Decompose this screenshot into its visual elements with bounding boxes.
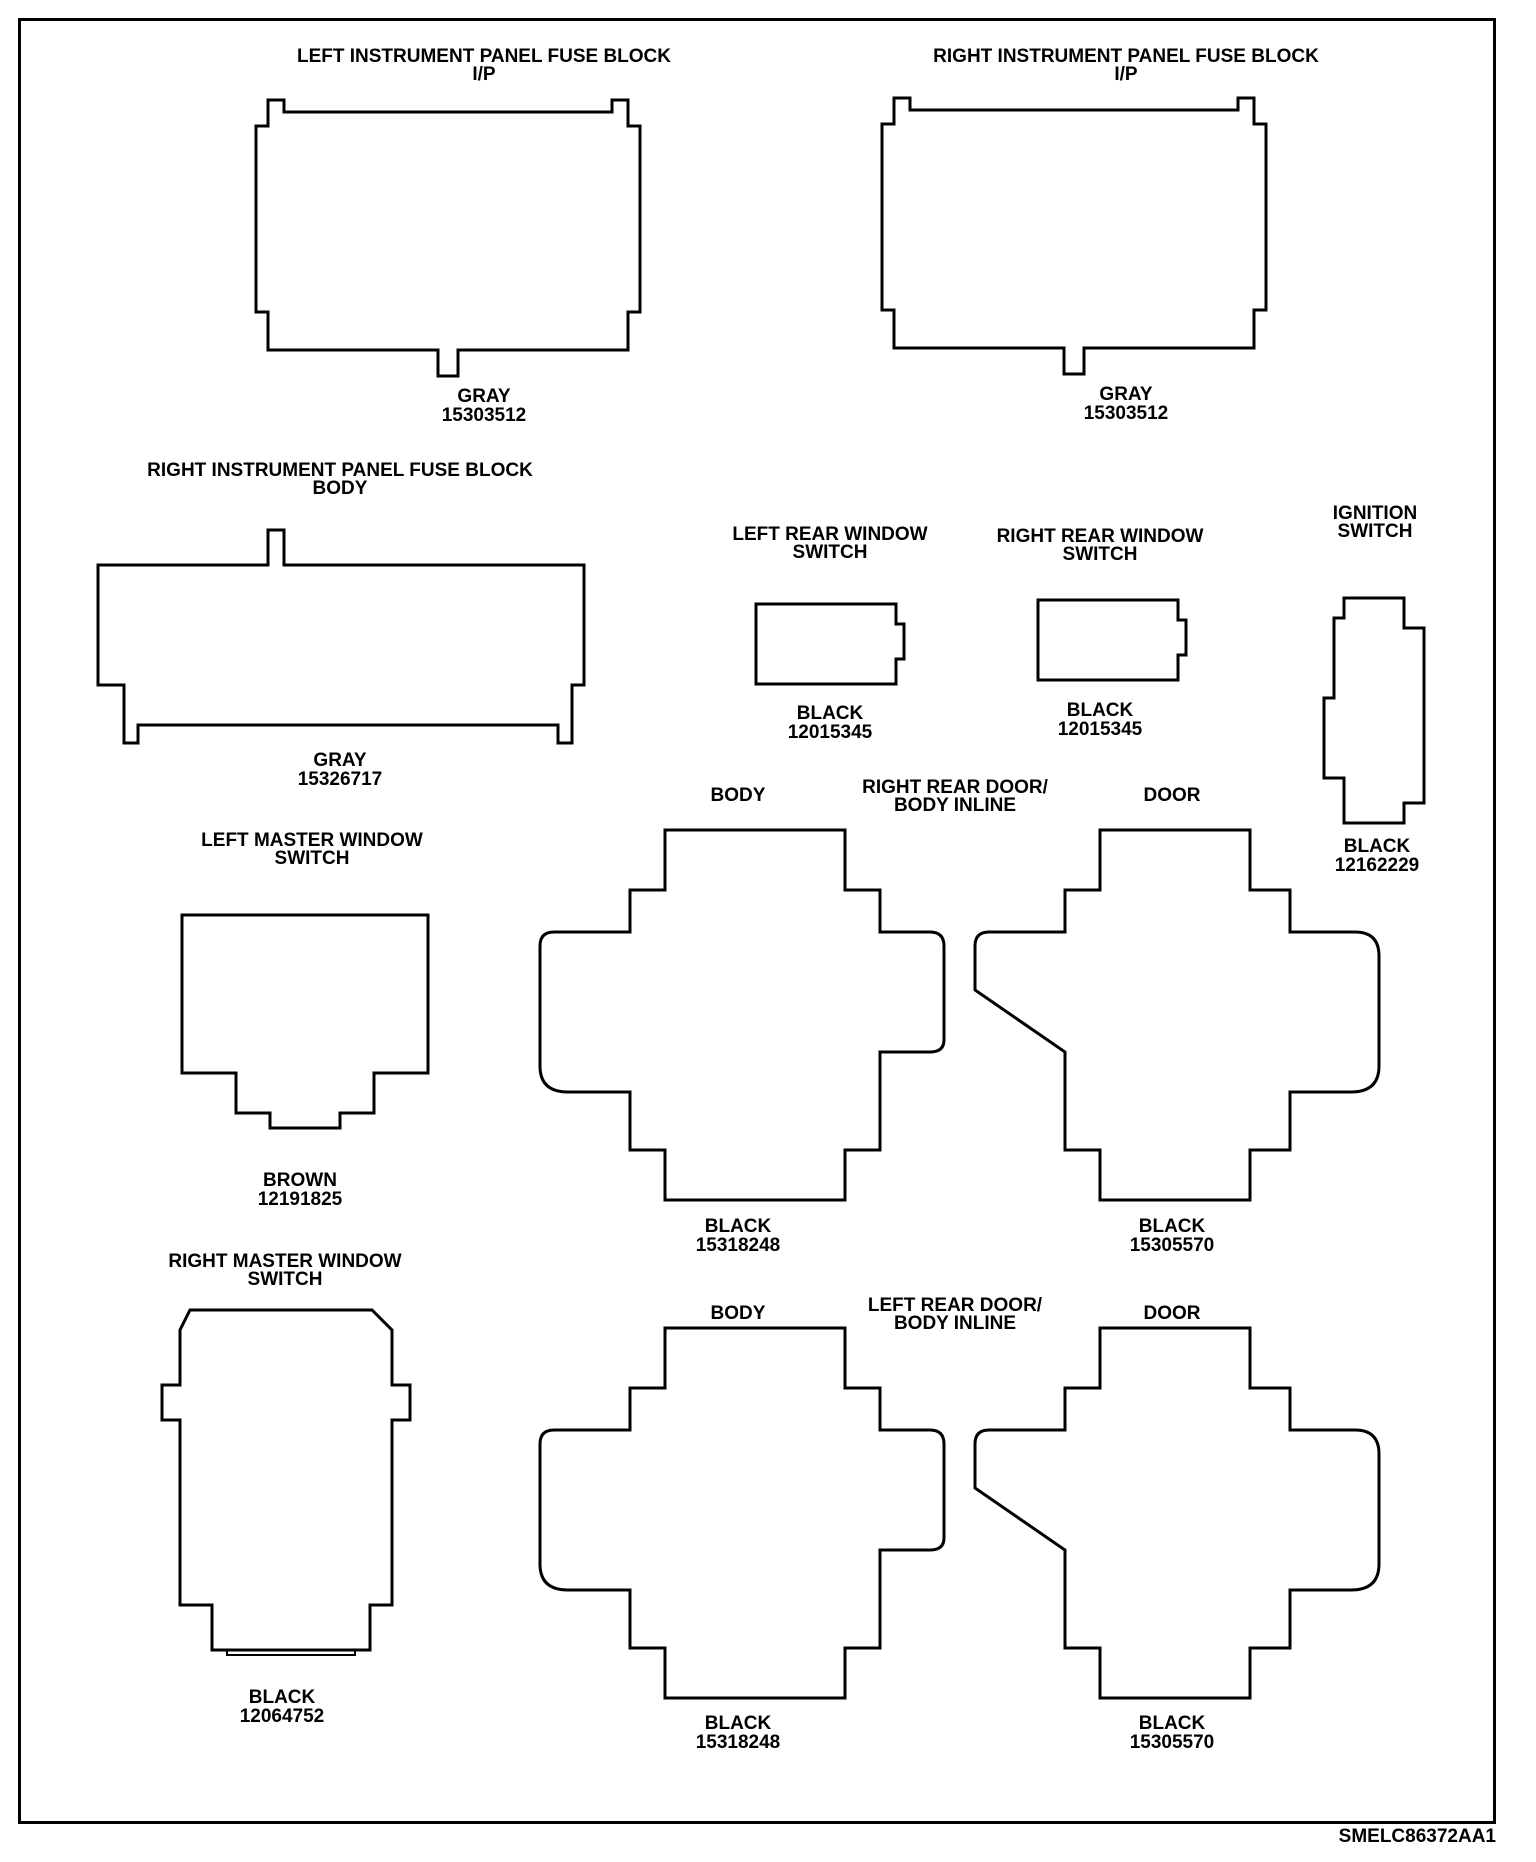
connector-side-label: DOOR	[1144, 1303, 1201, 1324]
connector-color: GRAY	[1099, 384, 1152, 405]
connector-housing	[973, 1326, 1381, 1700]
connector-color: BLACK	[705, 1713, 772, 1734]
connector-color: BLACK	[1139, 1713, 1206, 1734]
connector-subtitle: I/P	[472, 64, 496, 85]
connector-title: LEFT REAR DOOR/	[868, 1295, 1043, 1316]
connector-title: LEFT MASTER WINDOW	[201, 830, 423, 851]
connector-subtitle: SWITCH	[793, 542, 868, 563]
diagram-frame	[18, 18, 1496, 1824]
connector-color: BLACK	[1067, 700, 1134, 721]
connector-housing	[880, 96, 1268, 376]
connector-title: RIGHT MASTER WINDOW	[168, 1251, 401, 1272]
connector-color: BROWN	[263, 1170, 337, 1191]
connector-color: BLACK	[797, 703, 864, 724]
connector-subtitle: SWITCH	[248, 1269, 323, 1290]
connector-part-number: 12191825	[258, 1189, 343, 1210]
connector-subtitle: SWITCH	[275, 848, 350, 869]
connector-color: BLACK	[705, 1216, 772, 1237]
connector-housing	[160, 1308, 412, 1652]
connector-color: BLACK	[1139, 1216, 1206, 1237]
connector-housing	[538, 1326, 946, 1700]
connector-title: RIGHT REAR WINDOW	[997, 526, 1204, 547]
connector-housing	[180, 913, 430, 1130]
connector-title: LEFT REAR WINDOW	[732, 524, 927, 545]
connector-housing	[1322, 596, 1426, 825]
connector-side-label: BODY	[711, 1303, 766, 1324]
connector-color: GRAY	[313, 750, 366, 771]
connector-housing	[254, 98, 642, 378]
connector-part-number: 12015345	[1058, 719, 1143, 740]
connector-side-label: BODY	[711, 785, 766, 806]
connector-title: RIGHT REAR DOOR/	[862, 777, 1049, 798]
left-rear-door-inline-connector-title: LEFT REAR DOOR/BODY INLINE	[868, 1295, 1043, 1334]
connector-title: IGNITION	[1333, 503, 1417, 524]
connector-part-number: 15305570	[1130, 1235, 1215, 1256]
connector-housing	[973, 828, 1381, 1202]
connector-housing	[96, 528, 586, 745]
connector-color: BLACK	[249, 1687, 316, 1708]
connector-part-number: 15303512	[1084, 403, 1169, 424]
connector-part-number: 15326717	[298, 769, 383, 790]
connector-color: GRAY	[457, 386, 510, 407]
right-rear-door-inline-connector-title: RIGHT REAR DOOR/BODY INLINE	[862, 777, 1049, 816]
connector-housing	[1036, 598, 1188, 682]
connector-title: RIGHT INSTRUMENT PANEL FUSE BLOCK	[147, 460, 533, 481]
connector-title: RIGHT INSTRUMENT PANEL FUSE BLOCK	[933, 46, 1319, 67]
connector-part-number: 12064752	[240, 1706, 325, 1727]
connector-housing	[754, 602, 906, 686]
connector-part-number: 15318248	[696, 1732, 781, 1753]
connector-subtitle: SWITCH	[1338, 521, 1413, 542]
connector-subtitle: I/P	[1114, 64, 1138, 85]
connector-part-number: 12015345	[788, 722, 873, 743]
connector-subtitle: SWITCH	[1063, 544, 1138, 565]
connector-subtitle: BODY	[313, 478, 368, 499]
connector-side-label: DOOR	[1144, 785, 1201, 806]
connector-subtitle: BODY INLINE	[894, 1313, 1016, 1334]
connector-part-number: 15305570	[1130, 1732, 1215, 1753]
connector-part-number: 15318248	[696, 1235, 781, 1256]
connector-part-number: 12162229	[1335, 855, 1420, 876]
connector-part-number: 15303512	[442, 405, 527, 426]
connector-title: LEFT INSTRUMENT PANEL FUSE BLOCK	[297, 46, 671, 67]
connector-subtitle: BODY INLINE	[894, 795, 1016, 816]
figure-code: SMELC86372AA1	[1338, 1826, 1496, 1847]
connector-color: BLACK	[1344, 836, 1411, 857]
connector-housing	[538, 828, 946, 1202]
